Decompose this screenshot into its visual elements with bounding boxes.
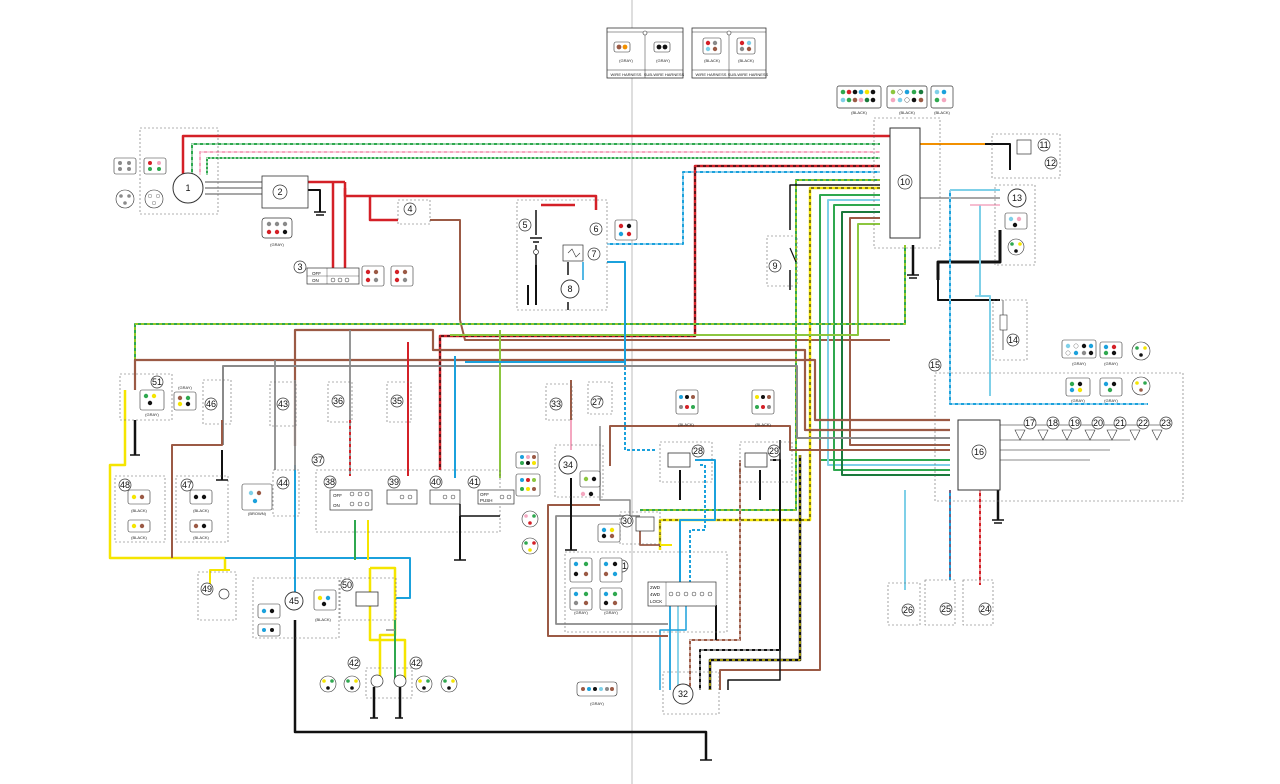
conn-45-label: (BLACK) bbox=[315, 617, 331, 622]
label-47: 47 bbox=[182, 480, 192, 490]
label-42a: 42 bbox=[349, 658, 359, 668]
conn-15-4-label: (GRAY) bbox=[1104, 398, 1118, 403]
conn-51b-label: (GRAY) bbox=[178, 385, 192, 390]
label-27: 27 bbox=[592, 397, 602, 407]
sw61-2wd: 2WD bbox=[650, 585, 661, 590]
label-15: 15 bbox=[930, 360, 940, 370]
conn-48-label: (BLACK) bbox=[131, 508, 147, 513]
components: 1 2 (GRAY) 3 OFF ON bbox=[113, 117, 1184, 718]
label-4: 4 bbox=[407, 204, 412, 214]
conn-48b-label: (BLACK) bbox=[131, 535, 147, 540]
label-18: 18 bbox=[1048, 418, 1058, 428]
conn-15-3-label: (GRAY) bbox=[1071, 398, 1085, 403]
label-10: 10 bbox=[900, 177, 910, 187]
ground-symbols bbox=[130, 211, 1004, 761]
label-23: 23 bbox=[1161, 418, 1171, 428]
conn-15-1-label: (GRAY) bbox=[1072, 361, 1086, 366]
conn-top-right-1-label: (BLACK) bbox=[851, 110, 867, 115]
label-6: 6 bbox=[593, 224, 598, 234]
legend-left: (GRAY) (GRAY) WIRE HARNESS SUB-WIRE HARN… bbox=[606, 27, 685, 79]
label-7: 7 bbox=[591, 249, 596, 259]
conn-15-2-label: (GRAY) bbox=[1104, 361, 1118, 366]
sw3-on: ON bbox=[312, 278, 319, 283]
label-24: 24 bbox=[980, 604, 990, 614]
sw38-off: OFF bbox=[333, 493, 342, 498]
label-46: 46 bbox=[206, 399, 216, 409]
legend-left-cap1: WIRE HARNESS bbox=[611, 72, 642, 77]
legend-left-conn1: (GRAY) bbox=[619, 58, 633, 63]
conn-top-right-2-label: (BLACK) bbox=[899, 110, 915, 115]
connectors-top-right: (BLACK) (BLACK) (BLACK) bbox=[836, 85, 954, 115]
legend-right-conn1: (BLACK) bbox=[704, 58, 720, 63]
label-50: 50 bbox=[342, 580, 352, 590]
legend-left-cap2: SUB-WIRE HARNESS bbox=[644, 72, 685, 77]
label-20: 20 bbox=[1093, 418, 1103, 428]
label-38: 38 bbox=[325, 477, 335, 487]
label-34: 34 bbox=[563, 460, 573, 470]
conn-51-label: (GRAY) bbox=[145, 412, 159, 417]
label-17: 17 bbox=[1025, 418, 1035, 428]
legend-right-conn2: (BLACK) bbox=[738, 58, 754, 63]
conn-61b-label: (GRAY) bbox=[604, 610, 618, 615]
label-32: 32 bbox=[678, 689, 688, 699]
label-45: 45 bbox=[289, 596, 299, 606]
legend-right-cap1: WIRE HARNESS bbox=[696, 72, 727, 77]
label-11: 11 bbox=[1039, 140, 1048, 150]
label-39: 39 bbox=[389, 477, 399, 487]
label-43: 43 bbox=[278, 399, 288, 409]
label-14: 14 bbox=[1008, 335, 1018, 345]
label-19: 19 bbox=[1070, 418, 1080, 428]
sw41-push: PUSH bbox=[480, 498, 493, 503]
label-44: 44 bbox=[278, 478, 288, 488]
label-26: 26 bbox=[903, 605, 913, 615]
label-1: 1 bbox=[185, 183, 190, 193]
label-40: 40 bbox=[431, 477, 441, 487]
conn-61a-label: (GRAY) bbox=[574, 610, 588, 615]
label-13: 13 bbox=[1012, 193, 1022, 203]
label-12: 12 bbox=[1046, 158, 1056, 168]
conn-top-right-3-label: (BLACK) bbox=[934, 110, 950, 115]
label-35: 35 bbox=[392, 396, 402, 406]
label-21: 21 bbox=[1115, 418, 1125, 428]
label-51: 51 bbox=[152, 377, 162, 387]
conn-2-label: (GRAY) bbox=[270, 242, 284, 247]
label-2: 2 bbox=[277, 187, 282, 197]
label-5: 5 bbox=[522, 220, 527, 230]
label-16: 16 bbox=[974, 447, 984, 457]
label-37: 37 bbox=[313, 455, 323, 465]
conn-28-label: (BLACK) bbox=[678, 422, 694, 427]
label-9: 9 bbox=[772, 261, 777, 271]
label-25: 25 bbox=[941, 604, 951, 614]
label-28: 28 bbox=[693, 446, 703, 456]
sensors-17-23: 17 18 19 20 21 22 23 bbox=[1014, 416, 1173, 441]
conn-46-label: (BROWN) bbox=[248, 511, 267, 516]
wires bbox=[108, 134, 1160, 760]
legend-right: (BLACK) (BLACK) WIRE HARNESS SUB-WIRE HA… bbox=[691, 27, 769, 79]
sw41-off: OFF bbox=[480, 492, 489, 497]
conn-29-label: (BLACK) bbox=[755, 422, 771, 427]
sw38-on: ON bbox=[333, 503, 340, 508]
label-8: 8 bbox=[567, 284, 572, 294]
label-36: 36 bbox=[333, 396, 343, 406]
legend-right-cap2: SUB-WIRE HARNESS bbox=[728, 72, 769, 77]
label-33: 33 bbox=[551, 399, 561, 409]
label-49: 49 bbox=[202, 584, 212, 594]
conn-32-label: (GRAY) bbox=[590, 701, 604, 706]
label-3: 3 bbox=[297, 262, 302, 272]
legend-left-conn2: (GRAY) bbox=[656, 58, 670, 63]
label-30: 30 bbox=[622, 516, 632, 526]
label-41: 41 bbox=[469, 477, 479, 487]
label-48: 48 bbox=[120, 480, 130, 490]
sw3-off: OFF bbox=[312, 271, 321, 276]
sw61-4wd: 4WD bbox=[650, 592, 661, 597]
conn-47b-label: (BLACK) bbox=[193, 535, 209, 540]
conn-47-label: (BLACK) bbox=[193, 508, 209, 513]
label-29: 29 bbox=[769, 446, 779, 456]
label-42b: 42 bbox=[411, 658, 421, 668]
label-22: 22 bbox=[1138, 418, 1148, 428]
sw61-lock: LOCK bbox=[650, 599, 662, 604]
